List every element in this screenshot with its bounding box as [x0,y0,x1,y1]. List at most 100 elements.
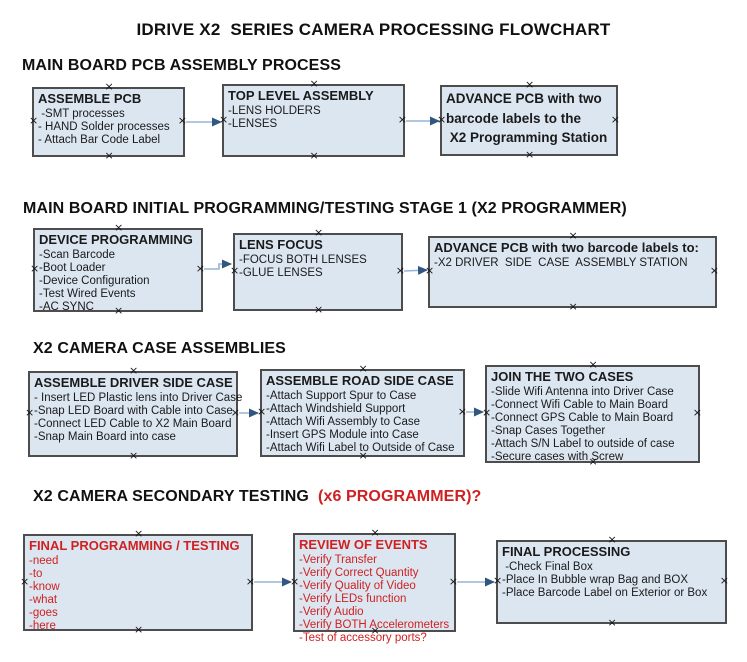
list-item: -X2 DRIVER SIDE CASE ASSEMBLY STATION [434,257,688,269]
list-item: X2 Programming Station [446,130,608,145]
connection-handle-icon[interactable] [589,361,598,369]
connection-handle-icon[interactable] [129,367,138,375]
connection-handle-icon[interactable] [20,578,29,586]
list-item: -FOCUS BOTH LENSES [239,254,367,266]
section-heading-text: X2 CAMERA SECONDARY TESTING [33,488,319,505]
connection-handle-icon[interactable] [569,303,578,311]
list-item: -AC SYNC [39,301,94,313]
connection-handle-icon[interactable] [359,365,368,373]
connection-handle-icon[interactable] [589,458,598,466]
connection-handle-icon[interactable] [371,627,380,635]
list-item: -Snap Main Board into case [34,431,176,443]
connection-handle-icon[interactable] [359,452,368,460]
box-items: -SMT processes- HAND Solder processes- A… [38,108,180,147]
connection-handle-icon[interactable] [525,151,534,159]
connection-handle-icon[interactable] [105,152,114,160]
connection-handle-icon[interactable] [608,619,617,627]
connection-handle-icon[interactable] [458,408,467,416]
list-item: barcode labels to the [446,110,582,126]
connection-handle-icon[interactable] [30,265,39,273]
list-item: -Attach S/N Label to outside of case [491,438,675,450]
connection-handle-icon[interactable] [608,536,617,544]
list-item: -Place In Bubble wrap Bag and BOX [502,574,689,586]
flowchart-title: IDRIVE X2 SERIES CAMERA PROCESSING FLOWC… [136,20,611,39]
process-box-final-processing[interactable]: FINAL PROCESSING -Check Final Box-Place … [496,540,727,624]
process-box-review-of-events[interactable]: REVIEW OF EVENTS -Verify Transfer-Verify… [290,533,458,644]
connection-handle-icon[interactable] [611,116,620,124]
box-items: -X2 DRIVER SIDE CASE ASSEMBLY STATION [434,257,712,270]
list-item: -Snap Cases Together [491,425,606,437]
box-items: -Scan Barcode-Boot Loader-Device Configu… [39,249,198,314]
list-item: - HAND Solder processes [38,121,170,133]
process-box-top-level-assembly[interactable]: TOP LEVEL ASSEMBLY -LENS HOLDERS-LENSES [222,84,405,157]
connection-handle-icon[interactable] [710,267,719,275]
list-item: -Test Wired Events [39,288,136,300]
connection-handle-icon[interactable] [437,116,446,124]
section-heading-pcb-assembly: MAIN BOARD PCB ASSEMBLY PROCESS [22,57,341,75]
list-item: -Check Final Box [502,561,593,573]
connection-handle-icon[interactable] [314,306,323,314]
box-items: -FOCUS BOTH LENSES-GLUE LENSES [239,254,398,280]
connection-handle-icon[interactable] [114,307,123,315]
connection-handle-icon[interactable] [105,83,114,91]
section-heading-text: X2 CAMERA CASE ASSEMBLIES [33,340,286,357]
list-item: -Connect GPS Cable to Main Board [491,412,674,424]
process-box-lens-focus[interactable]: LENS FOCUS -FOCUS BOTH LENSES-GLUE LENSE… [233,233,403,311]
connection-handle-icon[interactable] [231,409,240,417]
list-item: -Verify LEDs function [299,593,407,605]
box-items: -Slide Wifi Antenna into Driver Case-Con… [491,386,695,464]
connection-handle-icon[interactable] [196,265,205,273]
list-item: -Attach Support Spur to Case [266,390,417,402]
process-box-assemble-driver-side-case[interactable]: ASSEMBLE DRIVER SIDE CASE - Insert LED P… [25,371,242,460]
box-title: DEVICE PROGRAMMING [39,232,193,247]
list-item: -Verify BOTH Accelerometers [299,619,450,631]
process-box-assemble-road-side-case[interactable]: ASSEMBLE ROAD SIDE CASE -Attach Support … [260,369,465,457]
process-box-assemble-pcb[interactable]: ASSEMBLE PCB -SMT processes- HAND Solder… [32,87,185,157]
connection-handle-icon[interactable] [371,529,380,537]
box-title: TOP LEVEL ASSEMBLY [228,88,374,103]
connection-handle-icon[interactable] [290,578,299,586]
process-box-join-the-two-cases[interactable]: JOIN THE TWO CASES -Slide Wifi Antenna i… [485,365,700,463]
connection-handle-icon[interactable] [25,409,34,417]
connection-handle-icon[interactable] [134,626,143,634]
box-title: FINAL PROCESSING [502,544,631,559]
list-item: -Scan Barcode [39,249,116,261]
connection-handle-icon[interactable] [425,267,434,275]
connection-handle-icon[interactable] [114,224,123,232]
connection-handle-icon[interactable] [449,578,458,586]
process-box-device-programming[interactable]: DEVICE PROGRAMMING -Scan Barcode-Boot Lo… [30,228,205,315]
process-box-final-programming-testing[interactable]: FINAL PROGRAMMING / TESTING -need-to-kno… [20,534,255,634]
connection-handle-icon[interactable] [230,267,239,275]
connection-handle-icon[interactable] [246,578,255,586]
connection-handle-icon[interactable] [129,452,138,460]
connection-handle-icon[interactable] [134,530,143,538]
connection-handle-icon[interactable] [178,117,187,125]
box-items: -Verify Transfer-Verify Correct Quantity… [299,554,451,645]
connection-handle-icon[interactable] [257,408,266,416]
list-item: -need [29,555,59,567]
section-heading-initial-programming: MAIN BOARD INITIAL PROGRAMMING/TESTING S… [23,200,627,218]
connection-handle-icon[interactable] [219,116,228,124]
flow-arrow[interactable] [403,265,428,275]
list-item: - Attach Bar Code Label [38,134,161,146]
connection-handle-icon[interactable] [569,232,578,240]
list-item: -Attach Wifi Assembly to Case [266,416,421,428]
connection-handle-icon[interactable] [720,577,729,585]
box-items: -Check Final Box-Place In Bubble wrap Ba… [502,561,722,600]
process-box-advance-pcb-driver-side-station[interactable]: ADVANCE PCB with two barcode labels to: … [428,236,717,308]
connection-handle-icon[interactable] [396,267,405,275]
flow-arrow[interactable] [204,259,232,270]
connection-handle-icon[interactable] [314,229,323,237]
section-heading-text: MAIN BOARD PCB ASSEMBLY PROCESS [22,57,341,74]
connection-handle-icon[interactable] [482,409,491,417]
connection-handle-icon[interactable] [29,117,38,125]
connection-handle-icon[interactable] [398,116,407,124]
connection-handle-icon[interactable] [310,152,319,160]
connection-handle-icon[interactable] [693,409,702,417]
connection-handle-icon[interactable] [525,81,534,89]
connection-handle-icon[interactable] [310,80,319,88]
box-items: -need-to-know-what-goes-here [29,555,248,633]
connection-handle-icon[interactable] [493,577,502,585]
list-item: -what [29,594,58,606]
